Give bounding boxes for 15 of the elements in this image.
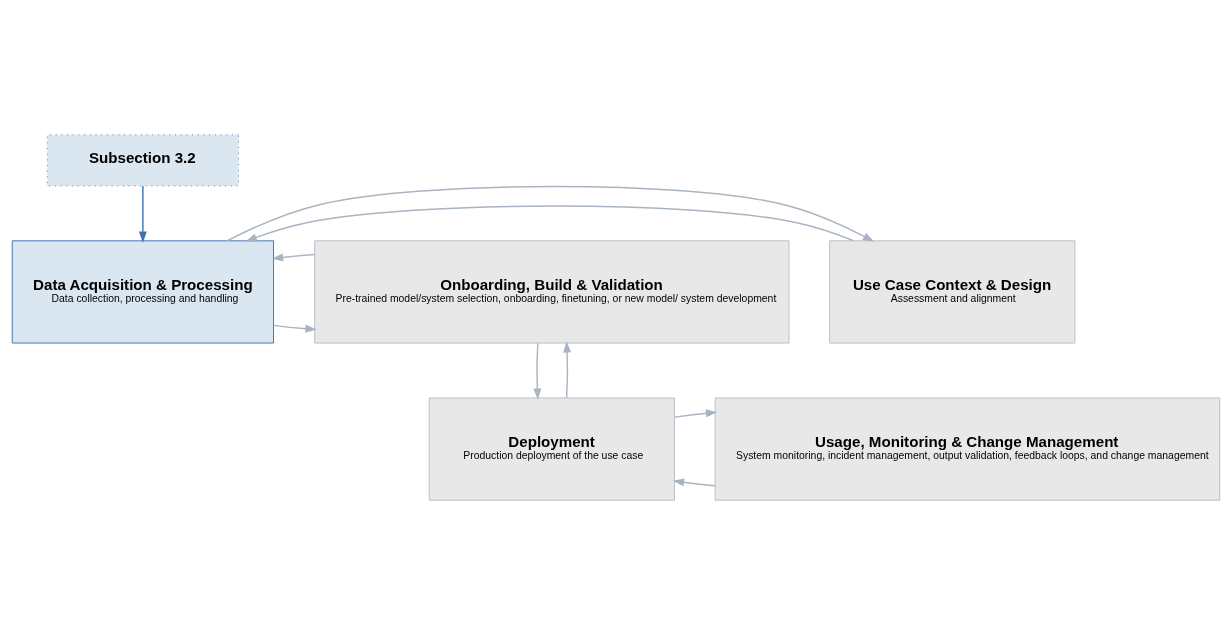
- node-box: Use Case Context & Design Assessment and alignment: [829, 239, 1076, 344]
- arrow: [563, 340, 572, 398]
- arrow: [226, 185, 875, 242]
- node-box: Data Acquisition & Processing Data collection, processing and handling: [11, 239, 274, 344]
- node-box: Subsection 3.2: [46, 133, 239, 186]
- arrow: [138, 184, 147, 243]
- node-box: Onboarding, Build & Validation Pre-trained model/system selection, onboarding, finetuning, or new model/ system development: [314, 239, 790, 344]
- arrow: [672, 477, 716, 486]
- node-box: Usage, Monitoring & Change Management System monitoring, incident management, output validation, feedback loops, and change management: [714, 397, 1221, 501]
- arrow: [271, 252, 316, 261]
- arrow: [674, 408, 718, 418]
- arrow: [245, 204, 855, 241]
- arrow: [533, 342, 542, 400]
- arrow: [273, 324, 317, 333]
- node-box: Deployment Production deployment of the use case: [428, 397, 675, 501]
